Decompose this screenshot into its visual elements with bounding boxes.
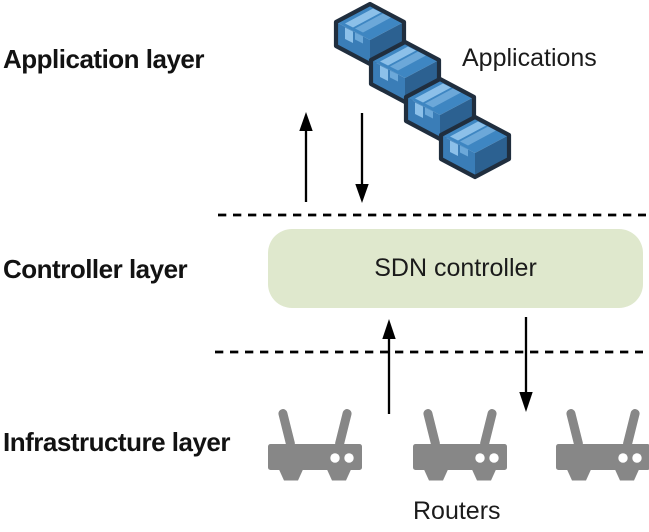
routers-label: Routers xyxy=(413,497,501,525)
layer-divider-app-controller xyxy=(218,213,646,217)
layer-divider-controller-infra xyxy=(215,350,643,354)
router-icon xyxy=(556,408,649,481)
up-arrow-application-layer xyxy=(299,112,313,202)
router-icon xyxy=(413,408,507,481)
sdn-controller-node: SDN controller xyxy=(268,229,643,308)
up-arrow-infrastructure-layer xyxy=(382,319,396,414)
infrastructure-layer-label: Infrastructure layer xyxy=(3,427,230,457)
applications-label: Applications xyxy=(462,44,597,72)
sdn-controller-label: SDN controller xyxy=(374,254,537,282)
router-icon xyxy=(268,408,362,481)
down-arrow-infrastructure-layer xyxy=(519,317,533,412)
down-arrow-application-layer xyxy=(355,113,369,203)
application-layer-label: Application layer xyxy=(3,44,205,74)
controller-layer-label: Controller layer xyxy=(3,254,188,284)
routers-group xyxy=(268,408,649,481)
